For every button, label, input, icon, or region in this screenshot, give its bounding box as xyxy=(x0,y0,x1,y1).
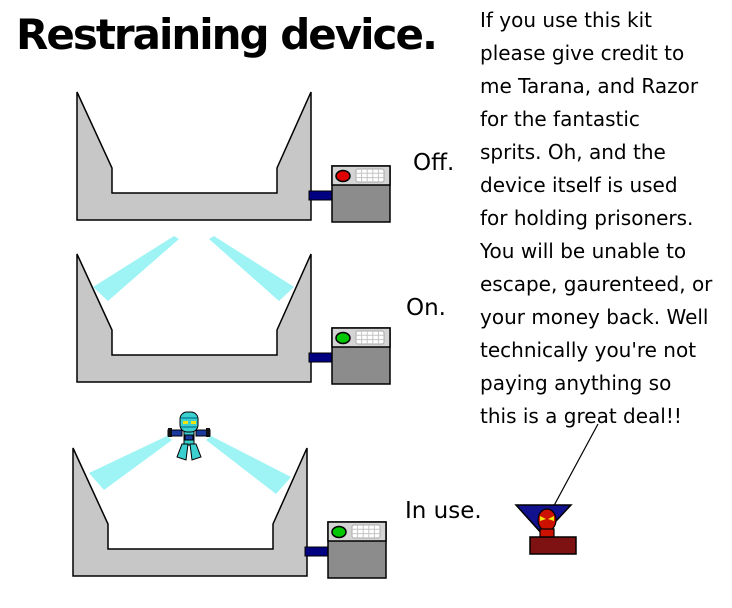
callout-line xyxy=(549,423,599,514)
credit-note-line: for the fantastic xyxy=(480,107,640,131)
credit-note-line: please give credit to xyxy=(480,41,685,65)
credit-note-line: for holding prisoners. xyxy=(480,206,694,230)
page-title: Restraining device. xyxy=(16,10,438,59)
cable xyxy=(308,352,335,363)
prisoner-eye-left xyxy=(540,516,546,521)
captive-chest xyxy=(184,434,194,441)
captive-eye-right xyxy=(191,421,196,424)
credit-note-line: You will be unable to xyxy=(480,239,687,263)
credit-note-line: device itself is used xyxy=(480,173,678,197)
captive-sprite xyxy=(167,411,211,461)
captive-eye-left xyxy=(183,421,188,424)
device-body xyxy=(76,253,312,383)
credit-note-line: this is a great deal!! xyxy=(480,404,682,428)
device-figure-off xyxy=(76,91,391,223)
power-led-on-icon xyxy=(335,331,351,345)
credit-note-line: your money back. Well xyxy=(480,305,709,329)
brick-block xyxy=(529,536,577,555)
keypad-icon xyxy=(355,168,385,183)
captive-leg-right xyxy=(189,443,202,461)
cable xyxy=(304,546,331,557)
captive-leg-left xyxy=(176,443,189,461)
device-body xyxy=(76,91,312,221)
state-label-on: On. xyxy=(406,295,446,321)
keypad-icon xyxy=(355,330,385,345)
restraint-beam-left-icon xyxy=(89,436,172,490)
restraint-beam-right-icon xyxy=(206,436,291,494)
power-led-on-icon xyxy=(331,525,347,539)
keypad-grid-icon xyxy=(356,331,384,344)
restraint-beam-right-icon xyxy=(209,236,294,301)
credit-note-line: me Tarana, and Razor xyxy=(480,74,699,98)
captive-hand-left xyxy=(168,428,172,437)
captive-hand-right xyxy=(206,428,210,437)
credit-note-line: sprits. Oh, and the xyxy=(480,140,666,164)
device-body xyxy=(72,447,308,577)
power-led-off-icon xyxy=(335,169,351,183)
credit-note-line: technically you're not xyxy=(480,338,697,362)
prisoner-eye-right xyxy=(548,516,554,521)
state-label-in-use: In use. xyxy=(405,498,482,524)
keypad-icon xyxy=(351,524,381,539)
credit-note: If you use this kit please give credit t… xyxy=(480,4,730,433)
captive-head-stripes xyxy=(181,417,197,428)
device-figure-in-use xyxy=(72,411,387,579)
credit-note-line: paying anything so xyxy=(480,371,672,395)
cable xyxy=(308,190,335,201)
credit-note-line: escape, gaurenteed, or xyxy=(480,272,713,296)
keypad-grid-icon xyxy=(356,169,384,182)
restrained-prisoner-figure xyxy=(514,504,577,555)
credit-note-line: If you use this kit xyxy=(480,8,652,32)
state-label-off: Off. xyxy=(413,150,455,176)
device-figure-on xyxy=(76,236,391,385)
restraint-beam-left-icon xyxy=(93,236,179,301)
keypad-grid-icon xyxy=(352,525,380,538)
